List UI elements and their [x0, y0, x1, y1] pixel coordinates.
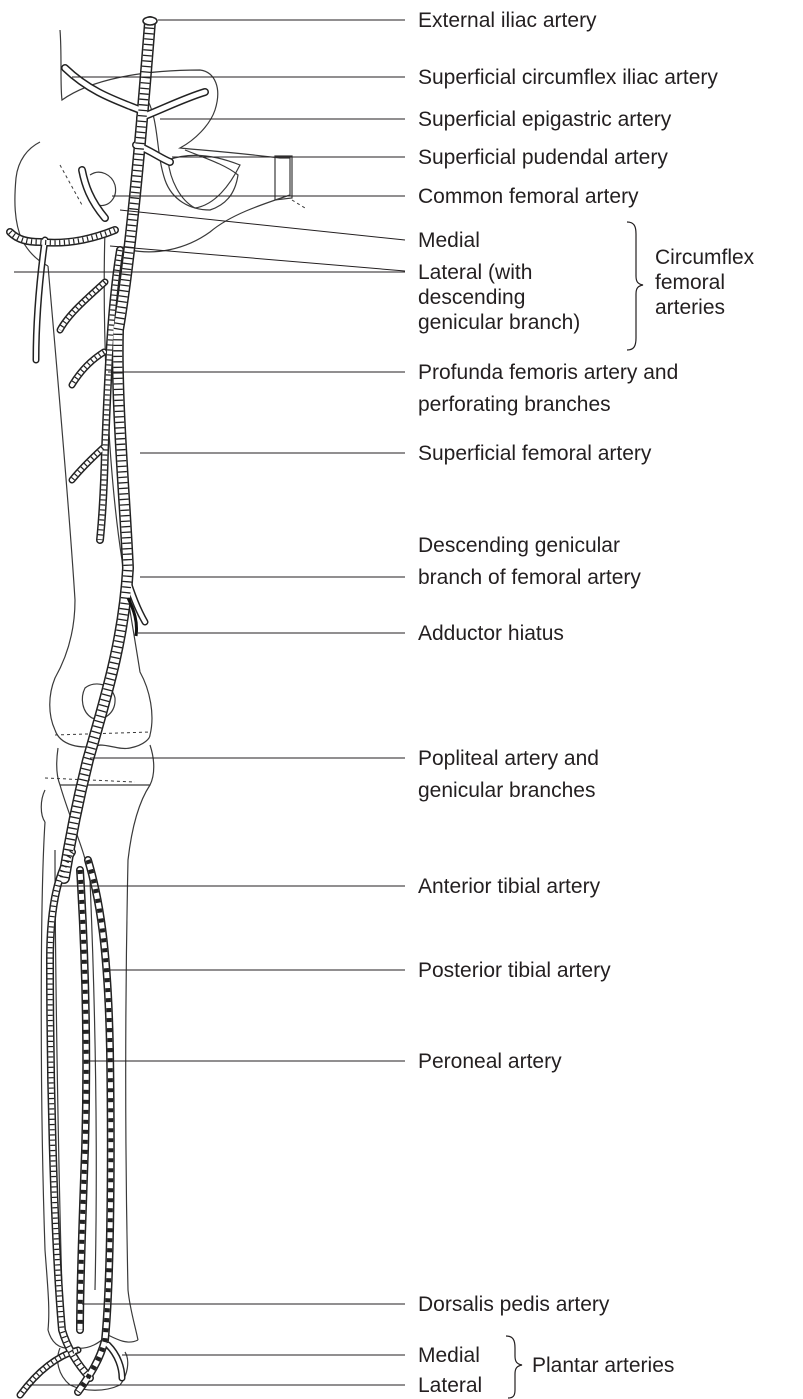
label-anterior-tibial: Anterior tibial artery: [418, 875, 601, 898]
label-circumflex-group-line-1: Circumflex: [655, 246, 755, 269]
label-circumflex-lateral-line-1: Lateral (with: [418, 261, 532, 284]
external-iliac-cap: [143, 17, 157, 25]
knee-joint-dash: [55, 732, 150, 735]
label-plantar-lateral: Lateral: [418, 1374, 482, 1397]
label-dorsalis-pedis: Dorsalis pedis artery: [418, 1293, 610, 1316]
label-peroneal: Peroneal artery: [418, 1050, 562, 1073]
label-common-femoral: Common femoral artery: [418, 185, 639, 208]
pubic-dash: [292, 200, 305, 208]
label-adductor-hiatus: Adductor hiatus: [418, 622, 564, 645]
label-plantar-medial: Medial: [418, 1344, 480, 1367]
femur-lateral-edge: [48, 266, 75, 730]
pelvis-outline: [60, 30, 290, 252]
leader-circumflex-medial: [120, 210, 405, 240]
label-external-iliac: External iliac artery: [418, 9, 597, 32]
label-superficial-epigastric: Superficial epigastric artery: [418, 108, 672, 131]
label-circumflex-group-line-3: arteries: [655, 296, 725, 319]
label-descending-genicular-line-1: Descending genicular: [418, 534, 620, 557]
leader-circumflex-lateral-1: [110, 246, 405, 271]
label-posterior-tibial: Posterior tibial artery: [418, 959, 611, 982]
fibula-head: [41, 790, 45, 822]
label-profunda-line-1: Profunda femoris artery and: [418, 361, 678, 384]
plantar-brace: [506, 1336, 522, 1398]
label-descending-genicular-line-2: branch of femoral artery: [418, 566, 641, 589]
label-popliteal-line-2: genicular branches: [418, 779, 595, 802]
tibia-medial-edge: [126, 785, 150, 1340]
label-circumflex-group-line-2: femoral: [655, 271, 725, 294]
leader-lines: [14, 20, 405, 1385]
label-superficial-femoral: Superficial femoral artery: [418, 442, 652, 465]
labels: External iliac artery Superficial circum…: [418, 9, 755, 1397]
label-plantar-group: Plantar arteries: [532, 1354, 674, 1377]
bone-outlines: [15, 30, 305, 1390]
label-profunda-line-2: perforating branches: [418, 393, 611, 416]
label-circumflex-lateral-line-2: descending: [418, 286, 525, 309]
label-popliteal-line-1: Popliteal artery and: [418, 747, 599, 770]
artery-outlines: [10, 22, 205, 1395]
plantar-lateral-outline: [20, 1350, 78, 1395]
label-circumflex-medial: Medial: [418, 229, 480, 252]
label-circumflex-lateral-line-3: genicular branch): [418, 311, 580, 334]
label-superficial-circumflex-iliac: Superficial circumflex iliac artery: [418, 66, 718, 89]
label-superficial-pudendal: Superficial pudendal artery: [418, 146, 668, 169]
circumflex-brace: [627, 222, 643, 350]
